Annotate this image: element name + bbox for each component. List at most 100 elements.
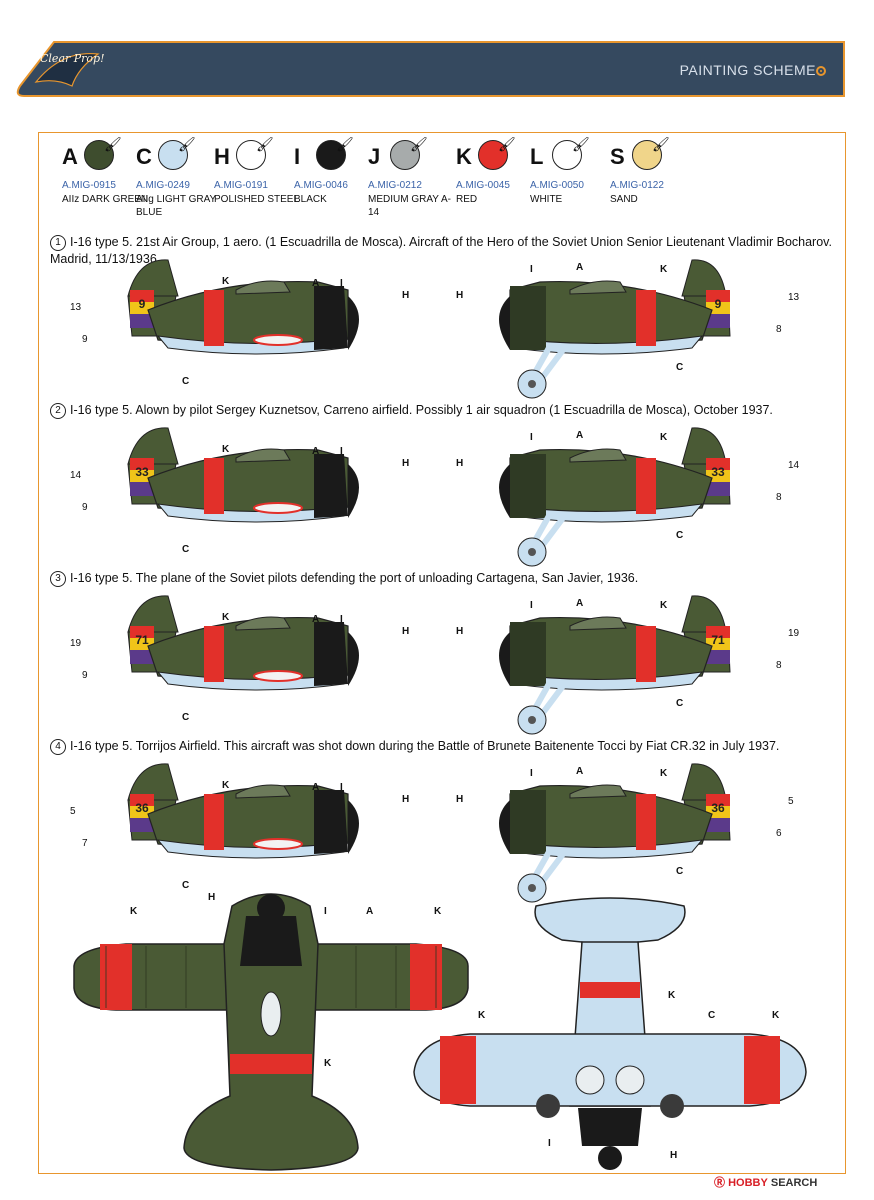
scheme-3-marking-number: 19 bbox=[788, 628, 800, 639]
callout-h: H bbox=[456, 290, 464, 301]
paint-code: A.MIG-0122 bbox=[610, 180, 664, 191]
svg-text:36: 36 bbox=[711, 801, 725, 815]
callout-i-bottom: I bbox=[548, 1138, 551, 1149]
callout-k: K bbox=[660, 432, 668, 443]
callout-h: H bbox=[456, 626, 464, 637]
watermark: Ⓡ HOBBY SEARCH bbox=[714, 1177, 818, 1189]
callout-c: C bbox=[182, 376, 190, 387]
header-dot-icon bbox=[816, 66, 826, 76]
paint-name: SAND bbox=[610, 194, 638, 205]
callout-k: K bbox=[660, 600, 668, 611]
callout-i: I bbox=[530, 432, 533, 443]
scheme-3-marking-number: 8 bbox=[776, 660, 782, 671]
brush-icon: 🖌 bbox=[178, 136, 196, 152]
callout-h-top: H bbox=[208, 892, 216, 903]
side-profile-left-1: 9 bbox=[108, 256, 388, 381]
brush-icon: 🖌 bbox=[256, 136, 274, 152]
svg-text:71: 71 bbox=[135, 633, 149, 647]
callout-i-top: I bbox=[324, 906, 327, 917]
callout-a-top: A bbox=[366, 906, 374, 917]
callout-i: I bbox=[530, 600, 533, 611]
callout-k-bottom-fuselage: K bbox=[668, 990, 676, 1001]
side-profile-left-4: 36 bbox=[108, 760, 388, 885]
scheme-2-marking-number: 14 bbox=[70, 470, 82, 481]
callout-k: K bbox=[222, 780, 230, 791]
callout-k: K bbox=[660, 768, 668, 779]
scheme-4-marking-number: 6 bbox=[776, 828, 782, 839]
header-banner bbox=[16, 41, 845, 97]
scheme-1-marking-number: 13 bbox=[70, 302, 82, 313]
paint-code: A.MIG-0212 bbox=[368, 180, 422, 191]
brush-icon: 🖌 bbox=[498, 136, 516, 152]
brand-logo bbox=[34, 52, 100, 87]
brush-icon: 🖌 bbox=[572, 136, 590, 152]
callout-c: C bbox=[676, 530, 684, 541]
paint-letter: S bbox=[610, 144, 625, 169]
paint-swatch bbox=[158, 140, 188, 170]
callout-k-top-right: K bbox=[434, 906, 442, 917]
paint-code: A.MIG-0046 bbox=[294, 180, 348, 191]
callout-c-bottom: C bbox=[708, 1010, 716, 1021]
paint-swatch bbox=[390, 140, 420, 170]
paint-code: A.MIG-0050 bbox=[530, 180, 584, 191]
paint-letter: I bbox=[294, 144, 301, 169]
side-profile-left-2: 33 bbox=[108, 424, 388, 549]
scheme-1-marking-number: 9 bbox=[82, 334, 88, 345]
paint-name: MEDIUM GRAY A-14 bbox=[368, 194, 451, 218]
paint-code: A.MIG-0191 bbox=[214, 180, 268, 191]
paint-swatch bbox=[316, 140, 346, 170]
scheme-2-marking-number: 9 bbox=[82, 502, 88, 513]
paint-swatch bbox=[84, 140, 114, 170]
svg-text:33: 33 bbox=[135, 465, 149, 479]
callout-a: A bbox=[312, 782, 320, 793]
scheme-2-marking-number: 14 bbox=[788, 460, 800, 471]
scheme-1-marking-number: 8 bbox=[776, 324, 782, 335]
paint-code: A.MIG-0045 bbox=[456, 180, 510, 191]
callout-k-top-fuselage: K bbox=[324, 1058, 332, 1069]
callout-i: I bbox=[530, 264, 533, 275]
callout-a: A bbox=[576, 598, 584, 609]
paint-name: AIIz DARK GREEN bbox=[62, 194, 149, 205]
brush-icon: 🖌 bbox=[410, 136, 428, 152]
paint-name: BLACK bbox=[294, 194, 327, 205]
content-frame bbox=[38, 132, 846, 1174]
callout-k-bottom-left: K bbox=[478, 1010, 486, 1021]
paint-letter: C bbox=[136, 144, 152, 169]
brush-icon: 🖌 bbox=[652, 136, 670, 152]
callout-k: K bbox=[660, 264, 668, 275]
callout-c: C bbox=[182, 712, 190, 723]
svg-text:36: 36 bbox=[135, 801, 149, 815]
callout-i: I bbox=[340, 446, 343, 457]
callout-a: A bbox=[576, 766, 584, 777]
brush-icon: 🖌 bbox=[104, 136, 122, 152]
scheme-2-marking-number: 8 bbox=[776, 492, 782, 503]
callout-i: I bbox=[340, 782, 343, 793]
callout-h: H bbox=[402, 458, 410, 469]
side-profile-right-4: 36 bbox=[470, 760, 770, 915]
bottom-view-aircraft bbox=[413, 897, 807, 1170]
paint-code: A.MIG-0249 bbox=[136, 180, 190, 191]
paint-swatch bbox=[236, 140, 266, 170]
callout-a: A bbox=[312, 278, 320, 289]
callout-h: H bbox=[402, 794, 410, 805]
callout-k: K bbox=[222, 276, 230, 287]
paint-swatch bbox=[478, 140, 508, 170]
callout-c: C bbox=[182, 880, 190, 891]
paint-code: A.MIG-0915 bbox=[62, 180, 116, 191]
scheme-4-marking-number: 7 bbox=[82, 838, 88, 849]
callout-h: H bbox=[402, 290, 410, 301]
callout-k-bottom-right: K bbox=[772, 1010, 780, 1021]
callout-a: A bbox=[312, 614, 320, 625]
side-profile-right-2: 33 bbox=[470, 424, 770, 579]
callout-a: A bbox=[576, 262, 584, 273]
paint-letter: A bbox=[62, 144, 78, 169]
callout-a: A bbox=[312, 446, 320, 457]
side-profile-left-3: 71 bbox=[108, 592, 388, 717]
svg-text:9: 9 bbox=[139, 297, 146, 311]
callout-k: K bbox=[222, 612, 230, 623]
paint-letter: K bbox=[456, 144, 472, 169]
callout-h: H bbox=[402, 626, 410, 637]
